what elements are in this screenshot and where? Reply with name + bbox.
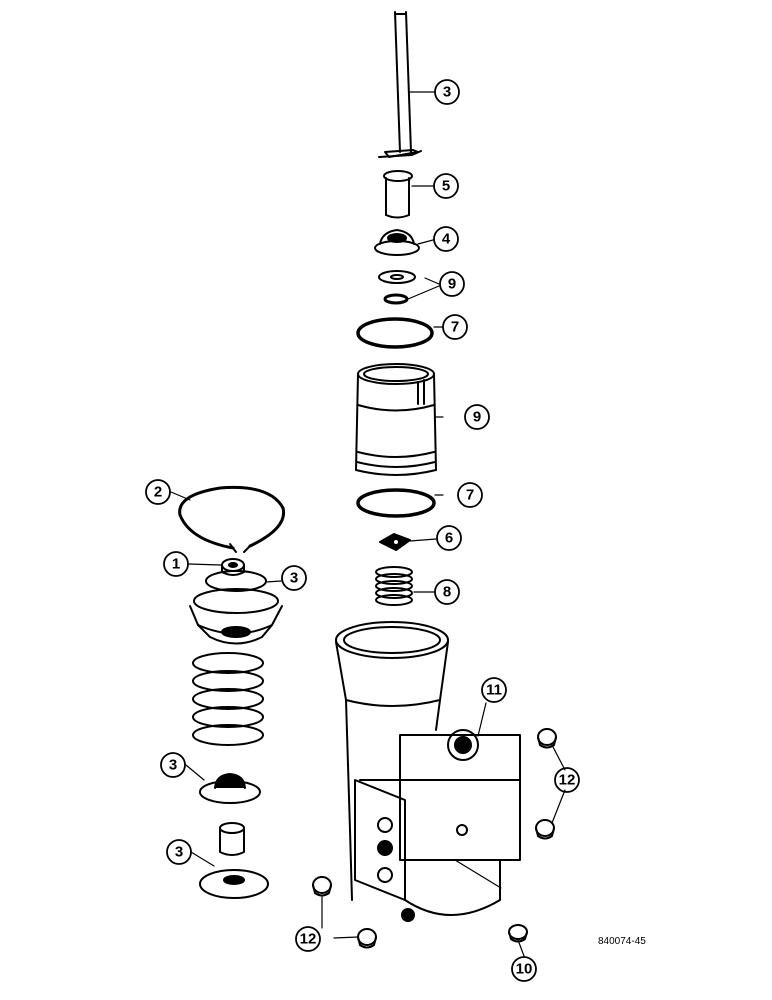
callout-label: 12 bbox=[559, 772, 576, 789]
callout-label: 12 bbox=[300, 931, 317, 948]
part-washer bbox=[378, 270, 416, 284]
part-main-body bbox=[335, 621, 521, 922]
callout-circles bbox=[145, 79, 580, 982]
callout-label: 7 bbox=[451, 319, 459, 336]
callout-label: 3 bbox=[175, 844, 183, 861]
leader-lines bbox=[170, 91, 566, 957]
callout-label: 1 bbox=[172, 556, 180, 573]
callout-label: 10 bbox=[516, 961, 533, 978]
callout-label: 5 bbox=[442, 178, 450, 195]
part-o-ring-top bbox=[356, 317, 434, 349]
part-spring-seat bbox=[199, 773, 261, 804]
part-base-plate bbox=[199, 869, 269, 899]
part-sleeve bbox=[355, 363, 437, 476]
callout-label: 4 bbox=[442, 231, 451, 248]
part-clip bbox=[379, 533, 411, 551]
part-plug-left bbox=[312, 876, 332, 897]
part-big-spring bbox=[192, 652, 264, 746]
part-plug-mid-right bbox=[535, 819, 555, 840]
callout-label: 3 bbox=[443, 84, 451, 101]
callout-label: 9 bbox=[473, 409, 481, 426]
part-small-o-ring bbox=[383, 293, 409, 305]
callout-label: 7 bbox=[466, 487, 474, 504]
figure-id: 840074-45 bbox=[598, 936, 646, 947]
part-plunger bbox=[383, 170, 413, 219]
callout-label: 8 bbox=[443, 584, 451, 601]
callout-label: 9 bbox=[448, 276, 456, 293]
part-small-spring bbox=[375, 566, 413, 606]
part-cap bbox=[374, 229, 420, 256]
part-plug-upper-right bbox=[537, 728, 557, 749]
part-upper-plate bbox=[189, 570, 283, 645]
callout-label: 3 bbox=[290, 570, 298, 587]
part-plug-bottom bbox=[508, 924, 528, 943]
part-snap-ring bbox=[178, 485, 286, 553]
callout-label: 11 bbox=[486, 682, 502, 699]
callout-label: 2 bbox=[154, 484, 162, 501]
part-plug-lower-left bbox=[357, 928, 377, 949]
callout-label: 6 bbox=[445, 530, 453, 547]
part-bumper bbox=[219, 822, 245, 856]
part-o-ring-bottom bbox=[356, 488, 436, 518]
part-rod bbox=[378, 11, 422, 158]
callout-label: 3 bbox=[169, 757, 177, 774]
